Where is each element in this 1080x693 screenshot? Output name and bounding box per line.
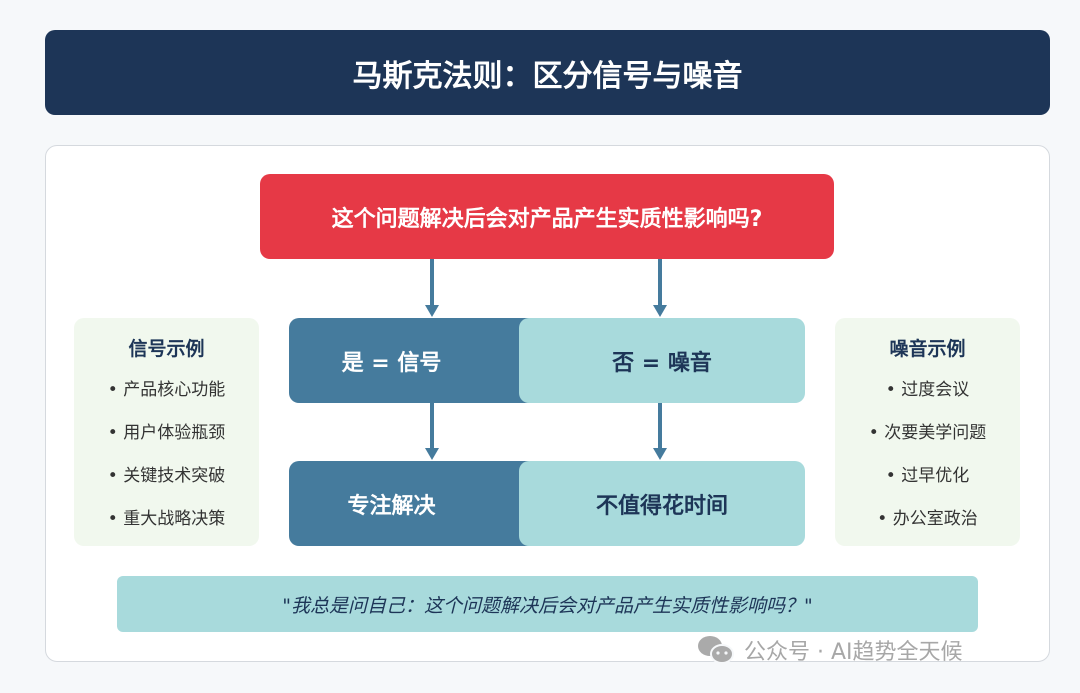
page-title: 马斯克法则：区分信号与噪音: [45, 30, 1050, 115]
arrow-line: [658, 259, 662, 307]
list-item: • 重大战略决策: [107, 509, 226, 529]
list-item: • 过早优化: [885, 466, 970, 486]
list-item: • 用户体验瓶颈: [107, 423, 226, 443]
noise-examples-title: 噪音示例: [889, 338, 966, 360]
list-item: • 次要美学问题: [868, 423, 987, 443]
wechat-icon: [698, 636, 734, 664]
arrow-head-icon: [653, 305, 667, 317]
signal-examples-panel: 信号示例 • 产品核心功能 • 用户体验瓶颈 • 关键技术突破 • 重大战略决策: [74, 318, 259, 546]
list-item: • 产品核心功能: [107, 380, 226, 400]
arrow-line: [658, 403, 662, 449]
question-box: 这个问题解决后会对产品产生实质性影响吗?: [260, 174, 834, 259]
list-item: • 关键技术突破: [107, 466, 226, 486]
watermark: 公众号 · AI趋势全天候: [696, 634, 963, 666]
no-noise-box: 否 = 噪音: [519, 318, 805, 403]
list-item: • 过度会议: [885, 380, 970, 400]
noise-examples-panel: 噪音示例 • 过度会议 • 次要美学问题 • 过早优化 • 办公室政治: [835, 318, 1020, 546]
arrow-head-icon: [425, 305, 439, 317]
arrow-head-icon: [653, 448, 667, 460]
arrow-head-icon: [425, 448, 439, 460]
list-item: • 办公室政治: [877, 509, 978, 529]
yes-signal-box: 是 = 信号: [289, 318, 549, 403]
focus-solve-box: 专注解决: [289, 461, 549, 546]
not-worth-time-box: 不值得花时间: [519, 461, 805, 546]
quote-box: "我总是问自己：这个问题解决后会对产品产生实质性影响吗？": [117, 576, 978, 632]
arrow-line: [430, 403, 434, 449]
signal-examples-title: 信号示例: [128, 338, 205, 360]
watermark-text: 公众号 · AI趋势全天候: [744, 640, 963, 665]
arrow-line: [430, 259, 434, 307]
